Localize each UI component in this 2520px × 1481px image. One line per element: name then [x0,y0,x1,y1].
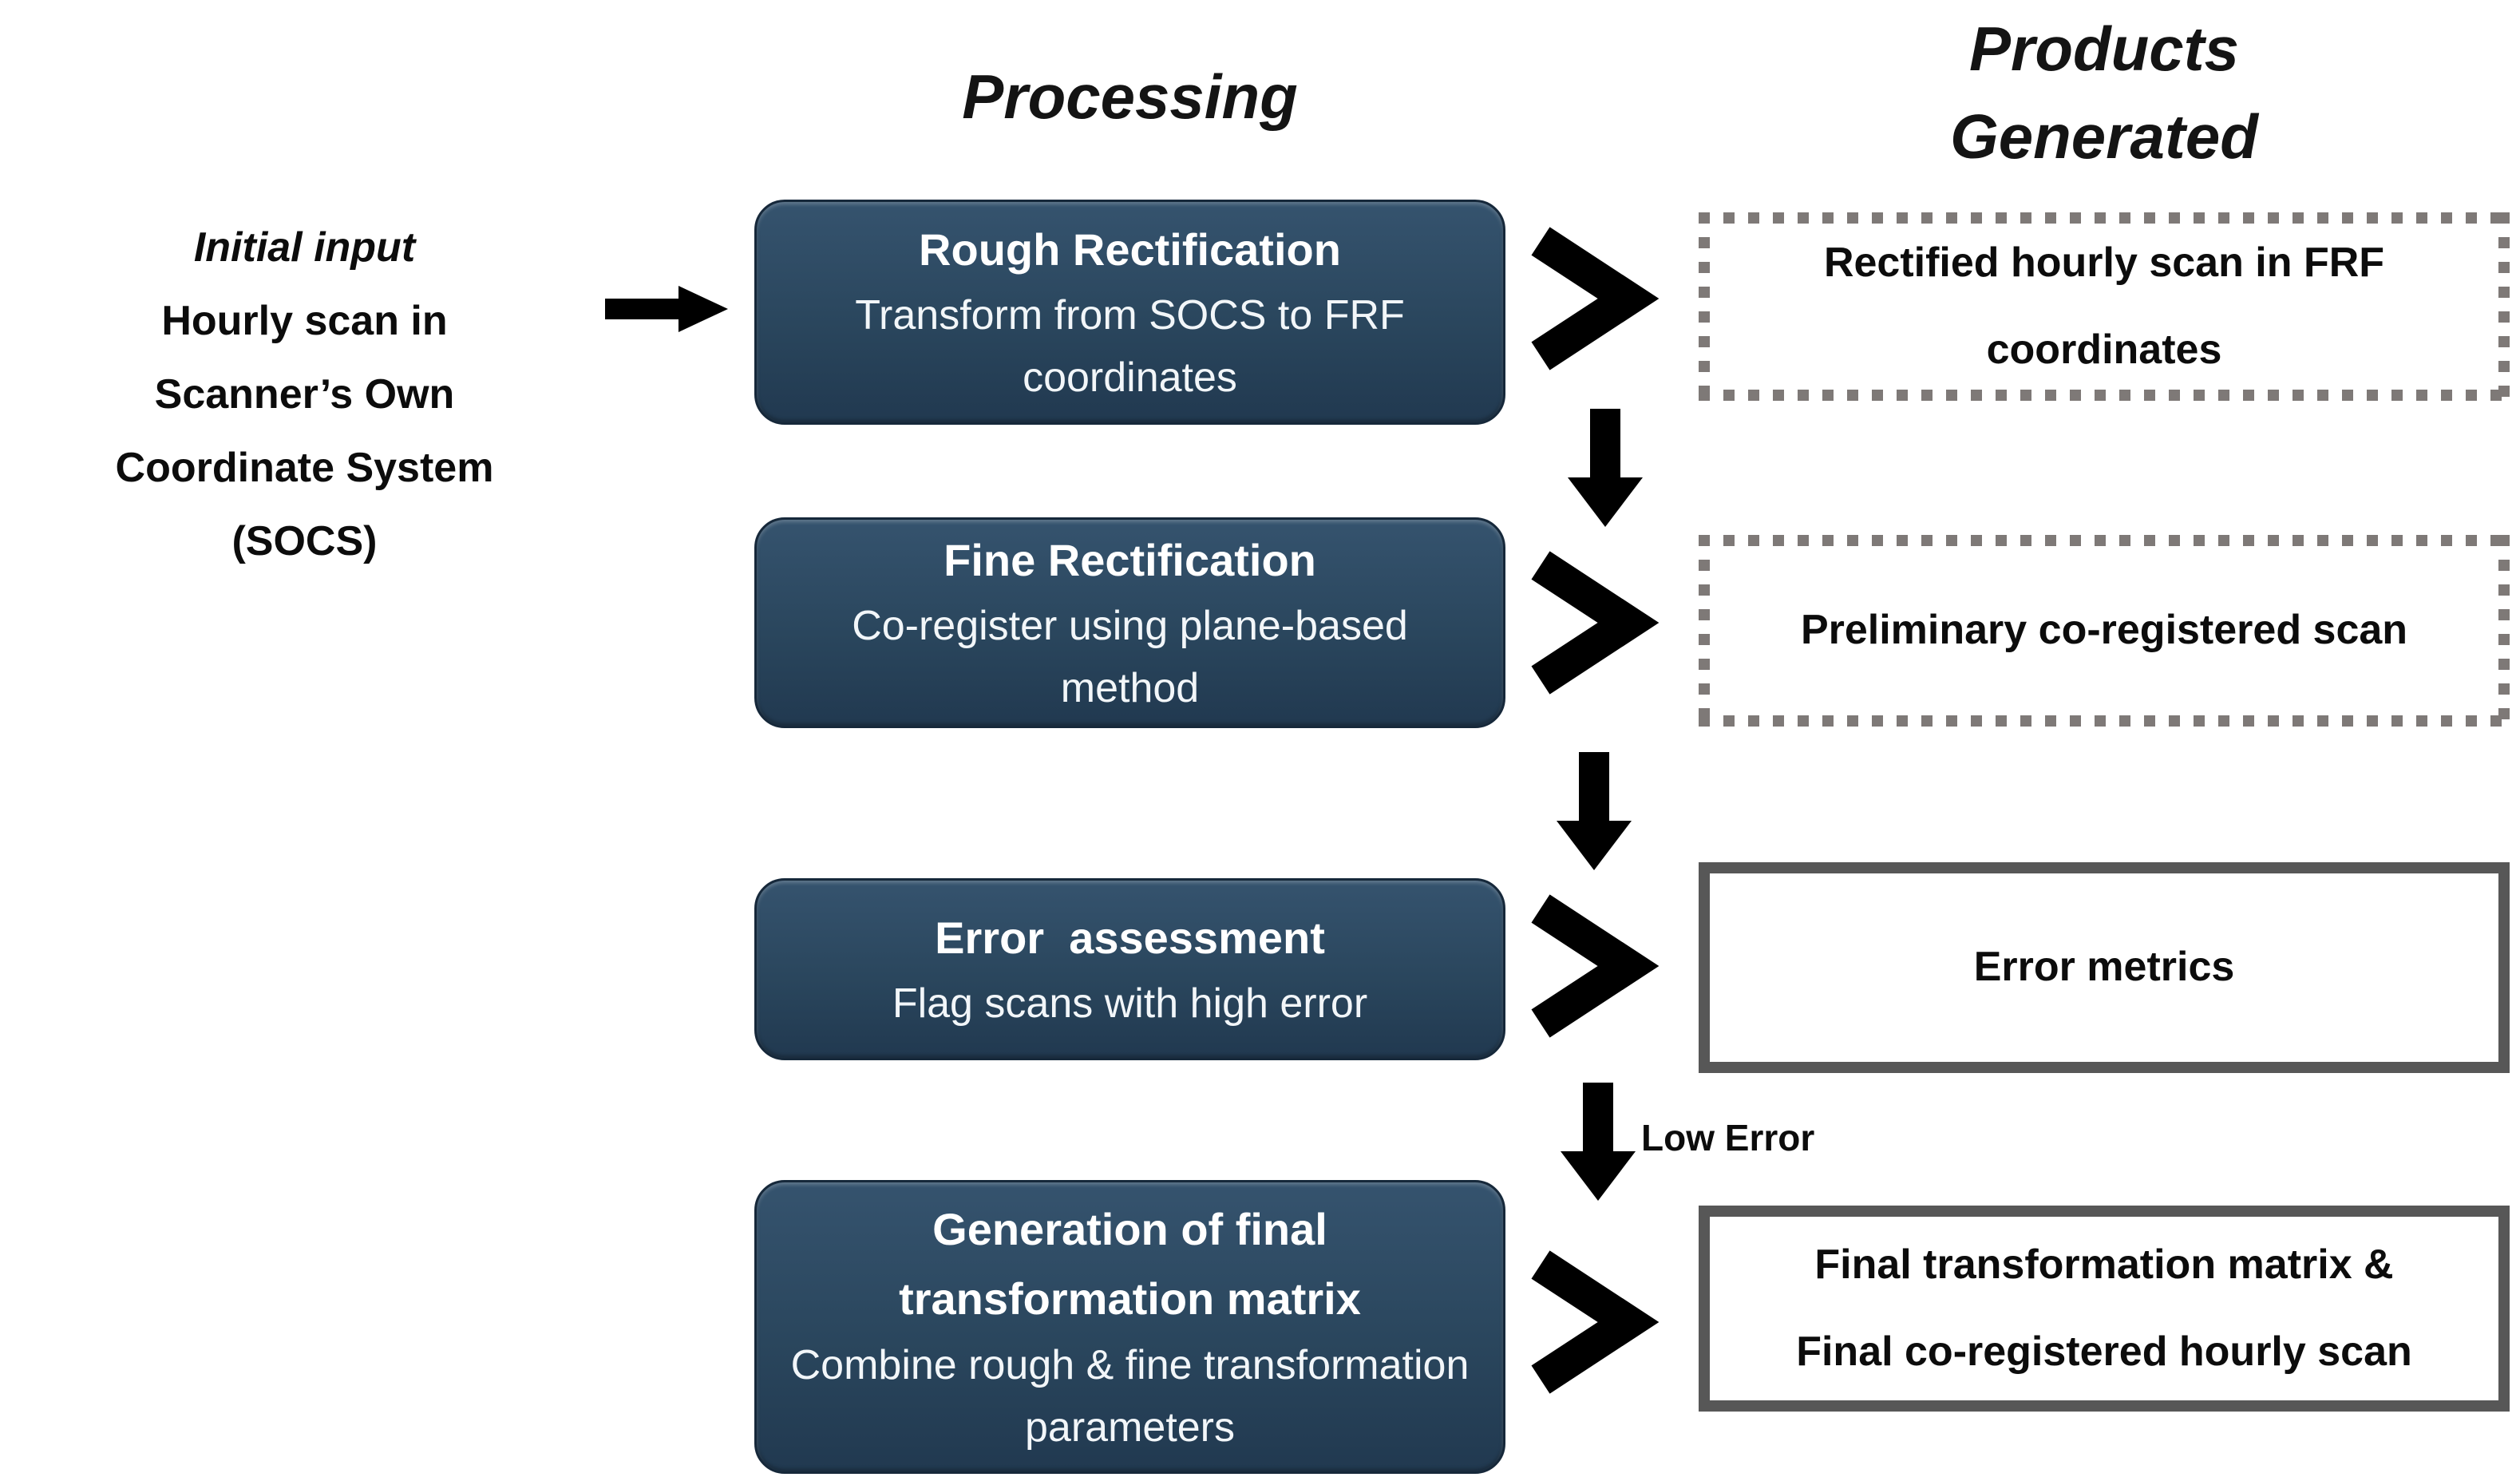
product-box-preliminary-scan: Preliminary co-registered scan [1699,535,2510,727]
chevron-right-arrow-icon [1531,227,1660,370]
down-arrow-icon [1557,752,1632,870]
process-step-final-matrix-generation: Generation of final transformation matri… [754,1180,1505,1474]
low-error-label: Low Error [1641,1117,1815,1158]
product-label: Rectified hourly scan in FRF coordinates [1823,239,2385,373]
initial-input-title: Initial input [193,224,416,271]
process-step-subtitle: Transform from SOCS to FRF coordinates [855,292,1405,402]
chevron-right-arrow-icon [1531,1250,1660,1394]
product-label: Error metrics [1973,944,2235,991]
process-step-title: Rough Rectification [919,224,1341,275]
initial-input-body: Hourly scan in Scanner’s Own Coordinate … [115,298,494,564]
products-header-line1: Products [1968,14,2240,84]
process-step-subtitle: Co-register using plane-based method [852,603,1408,712]
right-arrow-icon [605,286,728,332]
process-step-title: Fine Rectification [944,534,1316,585]
down-arrow-icon [1561,1083,1636,1201]
processing-column-header: Processing [962,61,1298,132]
product-label: Preliminary co-registered scan [1800,607,2408,654]
products-header-line2: Generated [1950,101,2258,172]
product-box-error-metrics: Error metrics [1699,862,2510,1073]
process-step-subtitle: Combine rough & fine transformation para… [790,1341,1470,1451]
product-box-rectified-scan: Rectified hourly scan in FRF coordinates [1699,212,2510,401]
process-step-title: Generation of final transformation matri… [899,1204,1361,1324]
product-box-final-outputs: Final transformation matrix & Final co-r… [1699,1206,2510,1412]
chevron-right-arrow-icon [1531,551,1660,695]
products-column-header: Products Generated [1699,5,2510,180]
process-step-error-assessment: Error assessment Flag scans with high er… [754,878,1505,1060]
process-step-subtitle: Flag scans with high error [892,980,1368,1028]
process-step-title: Error assessment [935,912,1325,963]
initial-input-box: Initial input Hourly scan in Scanner’s O… [14,200,595,589]
process-step-rough-rectification: Rough Rectification Transform from SOCS … [754,200,1505,425]
down-arrow-icon [1568,409,1643,527]
process-step-fine-rectification: Fine Rectification Co-register using pla… [754,517,1505,728]
product-label: Final transformation matrix & Final co-r… [1796,1241,2412,1375]
chevron-right-arrow-icon [1531,894,1660,1038]
